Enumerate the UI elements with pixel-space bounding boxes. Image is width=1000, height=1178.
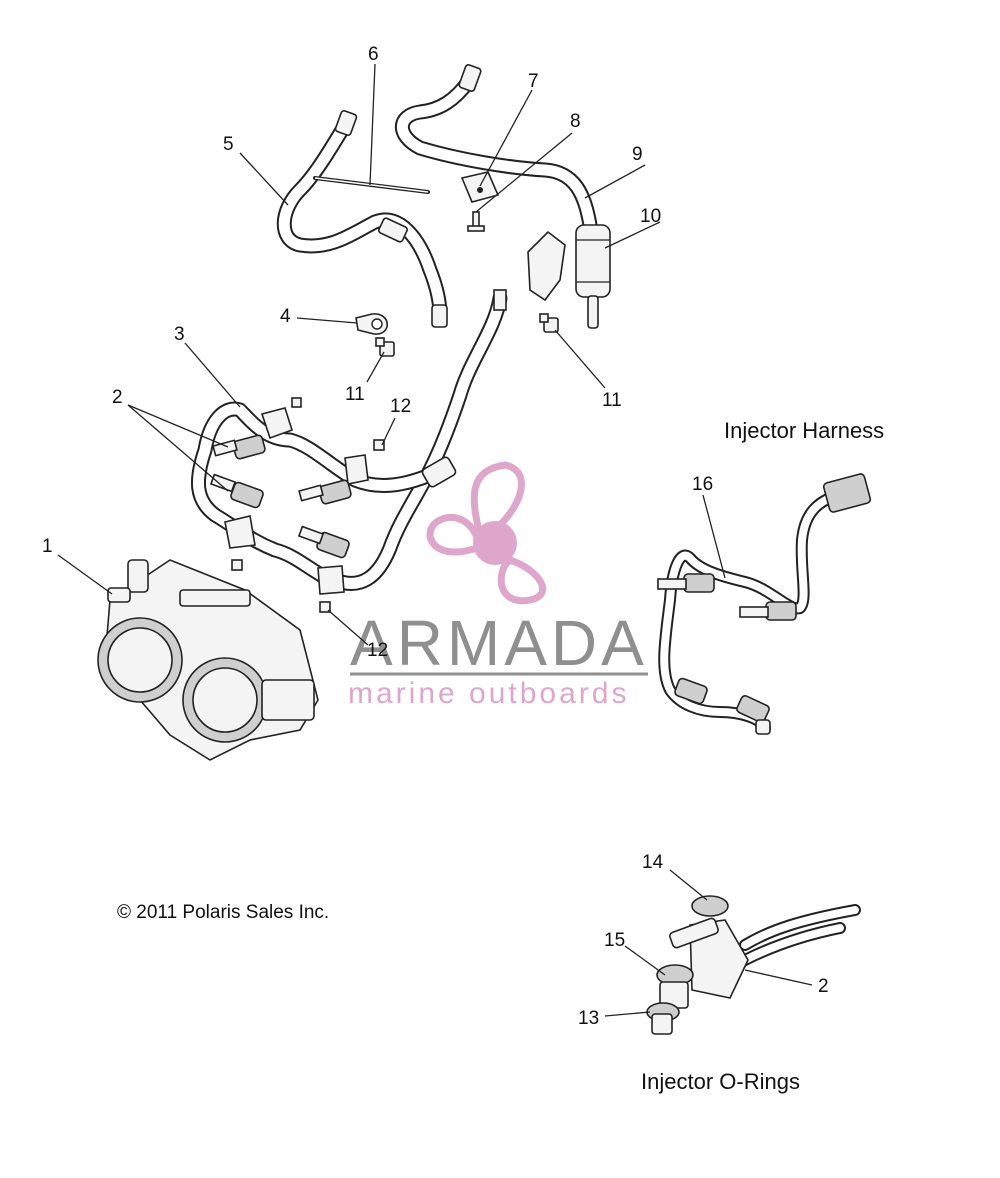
callout-12: 12 <box>367 640 388 661</box>
part-1-throttle-body <box>97 559 319 761</box>
part-11-bolt-a <box>375 337 395 357</box>
part-3-fuel-rail <box>190 289 508 595</box>
part-12-bolt-b <box>319 601 331 613</box>
armada-watermark: ARMADA marine outboards <box>348 461 648 710</box>
callout-12: 12 <box>390 396 411 417</box>
callout-1: 1 <box>42 536 53 557</box>
part-5-fuel-hose <box>276 109 448 328</box>
part-16-injector-harness <box>657 473 872 735</box>
injector-harness-caption: Injector Harness <box>724 418 885 443</box>
leader-lines <box>57 63 813 1017</box>
part-8-screw <box>467 211 485 232</box>
callout-10: 10 <box>640 206 661 227</box>
callout-2: 2 <box>818 976 829 997</box>
callout-9: 9 <box>632 144 643 165</box>
part-2-injector <box>212 434 266 460</box>
callout-4: 4 <box>280 306 291 327</box>
callout-5: 5 <box>223 134 234 155</box>
part-11-bolt-b <box>539 313 559 333</box>
part-9-fuel-hose <box>394 64 598 233</box>
callout-2: 2 <box>112 387 123 408</box>
callout-16: 16 <box>692 474 713 495</box>
part-2-injector <box>209 473 264 509</box>
callout-13: 13 <box>578 1008 599 1029</box>
part-10-fuel-filter <box>527 224 611 329</box>
watermark-tagline: marine outboards <box>348 677 629 710</box>
small-bolt <box>291 397 302 408</box>
callout-6: 6 <box>368 44 379 65</box>
callout-3: 3 <box>174 324 185 345</box>
callout-15: 15 <box>604 930 625 951</box>
callout-8: 8 <box>570 111 581 132</box>
small-bolt <box>231 559 243 571</box>
callout-7: 7 <box>528 71 539 92</box>
part-2-injector <box>297 525 350 559</box>
part-2-injector <box>298 479 352 505</box>
part-7-hose-clamp <box>460 171 500 203</box>
propeller-logo-icon <box>426 461 546 605</box>
callout-11: 11 <box>345 384 365 405</box>
watermark-name: ARMADA <box>350 607 648 679</box>
part-12-bolt-a <box>373 439 385 451</box>
part-4-hose-clip <box>355 313 389 335</box>
callout-numbers: 1 2 3 4 5 6 7 8 9 10 11 11 12 12 16 14 1… <box>42 44 829 1029</box>
part-6-cable-tie <box>313 176 430 194</box>
callout-14: 14 <box>642 852 664 873</box>
copyright-notice: © 2011 Polaris Sales Inc. <box>117 902 330 923</box>
part-14-o-ring <box>691 895 729 917</box>
injector-orings-caption: Injector O-Rings <box>641 1069 800 1094</box>
callout-11: 11 <box>602 390 622 411</box>
injector-detail <box>646 895 861 1035</box>
